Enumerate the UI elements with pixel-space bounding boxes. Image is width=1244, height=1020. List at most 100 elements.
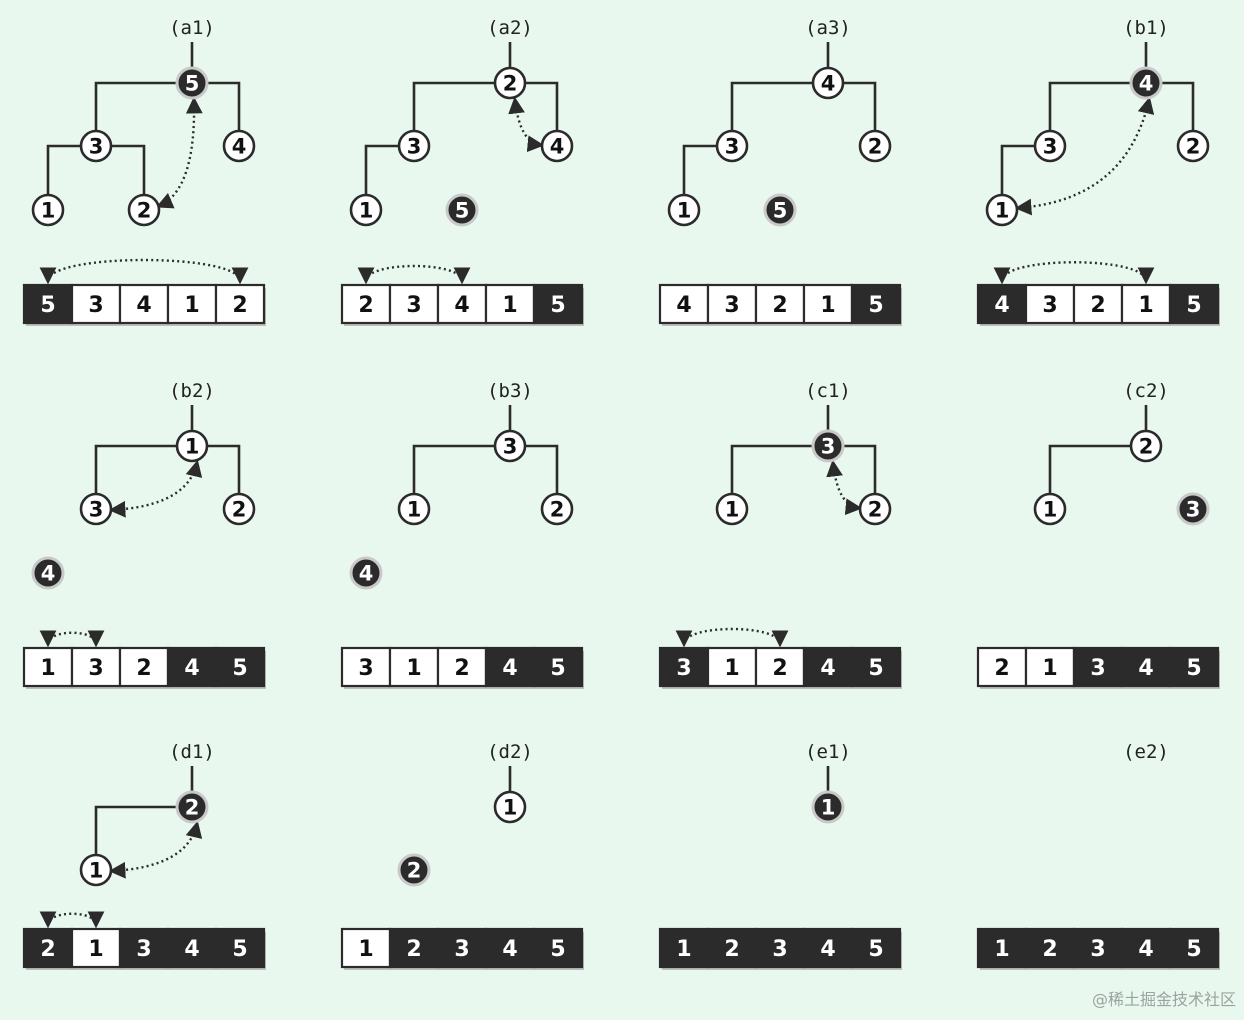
tree-node-circle bbox=[222, 129, 256, 163]
tree-node: 1 bbox=[31, 193, 65, 227]
tree-edge bbox=[730, 444, 813, 494]
tree-swap-arrow bbox=[155, 96, 203, 209]
tree-edge bbox=[412, 81, 495, 131]
panel-label: (e1) bbox=[805, 741, 851, 763]
panel-label: (b1) bbox=[1123, 17, 1169, 39]
array-cell-value: 5 bbox=[1186, 293, 1201, 318]
panel-label: (c2) bbox=[1123, 380, 1169, 402]
tree-node: 3 bbox=[397, 129, 431, 163]
tree-node-value: 3 bbox=[725, 135, 740, 159]
array-cell-value: 5 bbox=[868, 656, 883, 681]
array-cell bbox=[388, 646, 440, 688]
array-cell-value: 4 bbox=[994, 293, 1009, 318]
array-cell-value: 1 bbox=[502, 293, 517, 318]
array-cell-value: 5 bbox=[1186, 937, 1201, 962]
tree-edge bbox=[1048, 81, 1131, 131]
tree-node: 2 bbox=[858, 492, 892, 526]
tree-node-value: 3 bbox=[821, 435, 836, 459]
tree-node-value: 2 bbox=[407, 859, 422, 883]
tree-node-value: 1 bbox=[1043, 498, 1058, 522]
tree-node-circle bbox=[397, 492, 431, 526]
tree-node-value: 3 bbox=[407, 135, 422, 159]
tree-node-circle bbox=[493, 790, 527, 824]
array-cell bbox=[388, 283, 440, 325]
array-cell bbox=[532, 927, 584, 969]
array-cell bbox=[70, 283, 122, 325]
tree-swap-arrow bbox=[108, 459, 203, 518]
tree-node-value: 5 bbox=[773, 199, 788, 223]
tree-node-value: 1 bbox=[995, 199, 1010, 223]
tree-node: 3 bbox=[493, 429, 527, 463]
panel-label: (a2) bbox=[487, 17, 533, 39]
tree-node-value: 1 bbox=[503, 796, 518, 820]
array-cell-value: 3 bbox=[676, 656, 691, 681]
array-cell-value: 3 bbox=[772, 937, 787, 962]
removed-node: 2 bbox=[397, 853, 431, 887]
tree-node-value: 1 bbox=[821, 796, 836, 820]
array-cell bbox=[532, 646, 584, 688]
array-cell-value: 2 bbox=[994, 656, 1009, 681]
array-cell-value: 2 bbox=[232, 293, 247, 318]
tree-node-value: 2 bbox=[550, 498, 565, 522]
panel-label: (d2) bbox=[487, 741, 533, 763]
tree-node-value: 3 bbox=[503, 435, 518, 459]
tree-node-value: 5 bbox=[185, 72, 200, 96]
tree-node-circle bbox=[811, 790, 845, 824]
tree-node: 2 bbox=[1176, 129, 1210, 163]
tree-node: 1 bbox=[667, 193, 701, 227]
array-cell-value: 5 bbox=[1186, 656, 1201, 681]
array-cell bbox=[658, 646, 710, 688]
tree-edge bbox=[1161, 81, 1195, 131]
tree-node-circle bbox=[175, 790, 209, 824]
removed-node: 5 bbox=[445, 193, 479, 227]
array-cell bbox=[22, 646, 74, 688]
array-cell-value: 4 bbox=[136, 293, 151, 318]
removed-node: 4 bbox=[349, 556, 383, 590]
tree-node-value: 2 bbox=[1139, 435, 1154, 459]
array-cell bbox=[802, 646, 854, 688]
array-cell-value: 2 bbox=[1042, 937, 1057, 962]
tree-node: 1 bbox=[397, 492, 431, 526]
array-cell bbox=[118, 927, 170, 969]
tree-node: 1 bbox=[811, 790, 845, 824]
tree-node-circle bbox=[811, 429, 845, 463]
array-cell-value: 4 bbox=[502, 937, 517, 962]
tree-node-value: 1 bbox=[407, 498, 422, 522]
panel-label: (c1) bbox=[805, 380, 851, 402]
tree-node: 1 bbox=[985, 193, 1019, 227]
tree-edge bbox=[843, 81, 877, 131]
tree-edge bbox=[1000, 144, 1035, 195]
array-cell-value: 4 bbox=[676, 293, 691, 318]
tree-node-circle bbox=[493, 429, 527, 463]
tree-node-circle bbox=[349, 193, 383, 227]
array-cell bbox=[850, 646, 902, 688]
tree-node: 1 bbox=[175, 429, 209, 463]
array-cell-value: 2 bbox=[454, 656, 469, 681]
tree-node-value: 3 bbox=[89, 135, 104, 159]
tree-node-circle bbox=[811, 66, 845, 100]
tree-node-value: 4 bbox=[232, 135, 247, 159]
tree-node-circle bbox=[1176, 129, 1210, 163]
array-cell bbox=[754, 927, 806, 969]
tree-node-value: 4 bbox=[821, 72, 836, 96]
tree-node-value: 5 bbox=[455, 199, 470, 223]
tree-node-value: 2 bbox=[868, 135, 883, 159]
array-cell-value: 2 bbox=[40, 937, 55, 962]
tree-node-circle bbox=[175, 66, 209, 100]
array-cell-value: 3 bbox=[1090, 937, 1105, 962]
array-cell-value: 5 bbox=[550, 937, 565, 962]
array-cell-value: 3 bbox=[406, 293, 421, 318]
array-cell-value: 4 bbox=[502, 656, 517, 681]
tree-node-value: 2 bbox=[1186, 135, 1201, 159]
tree-node-circle bbox=[1129, 66, 1163, 100]
